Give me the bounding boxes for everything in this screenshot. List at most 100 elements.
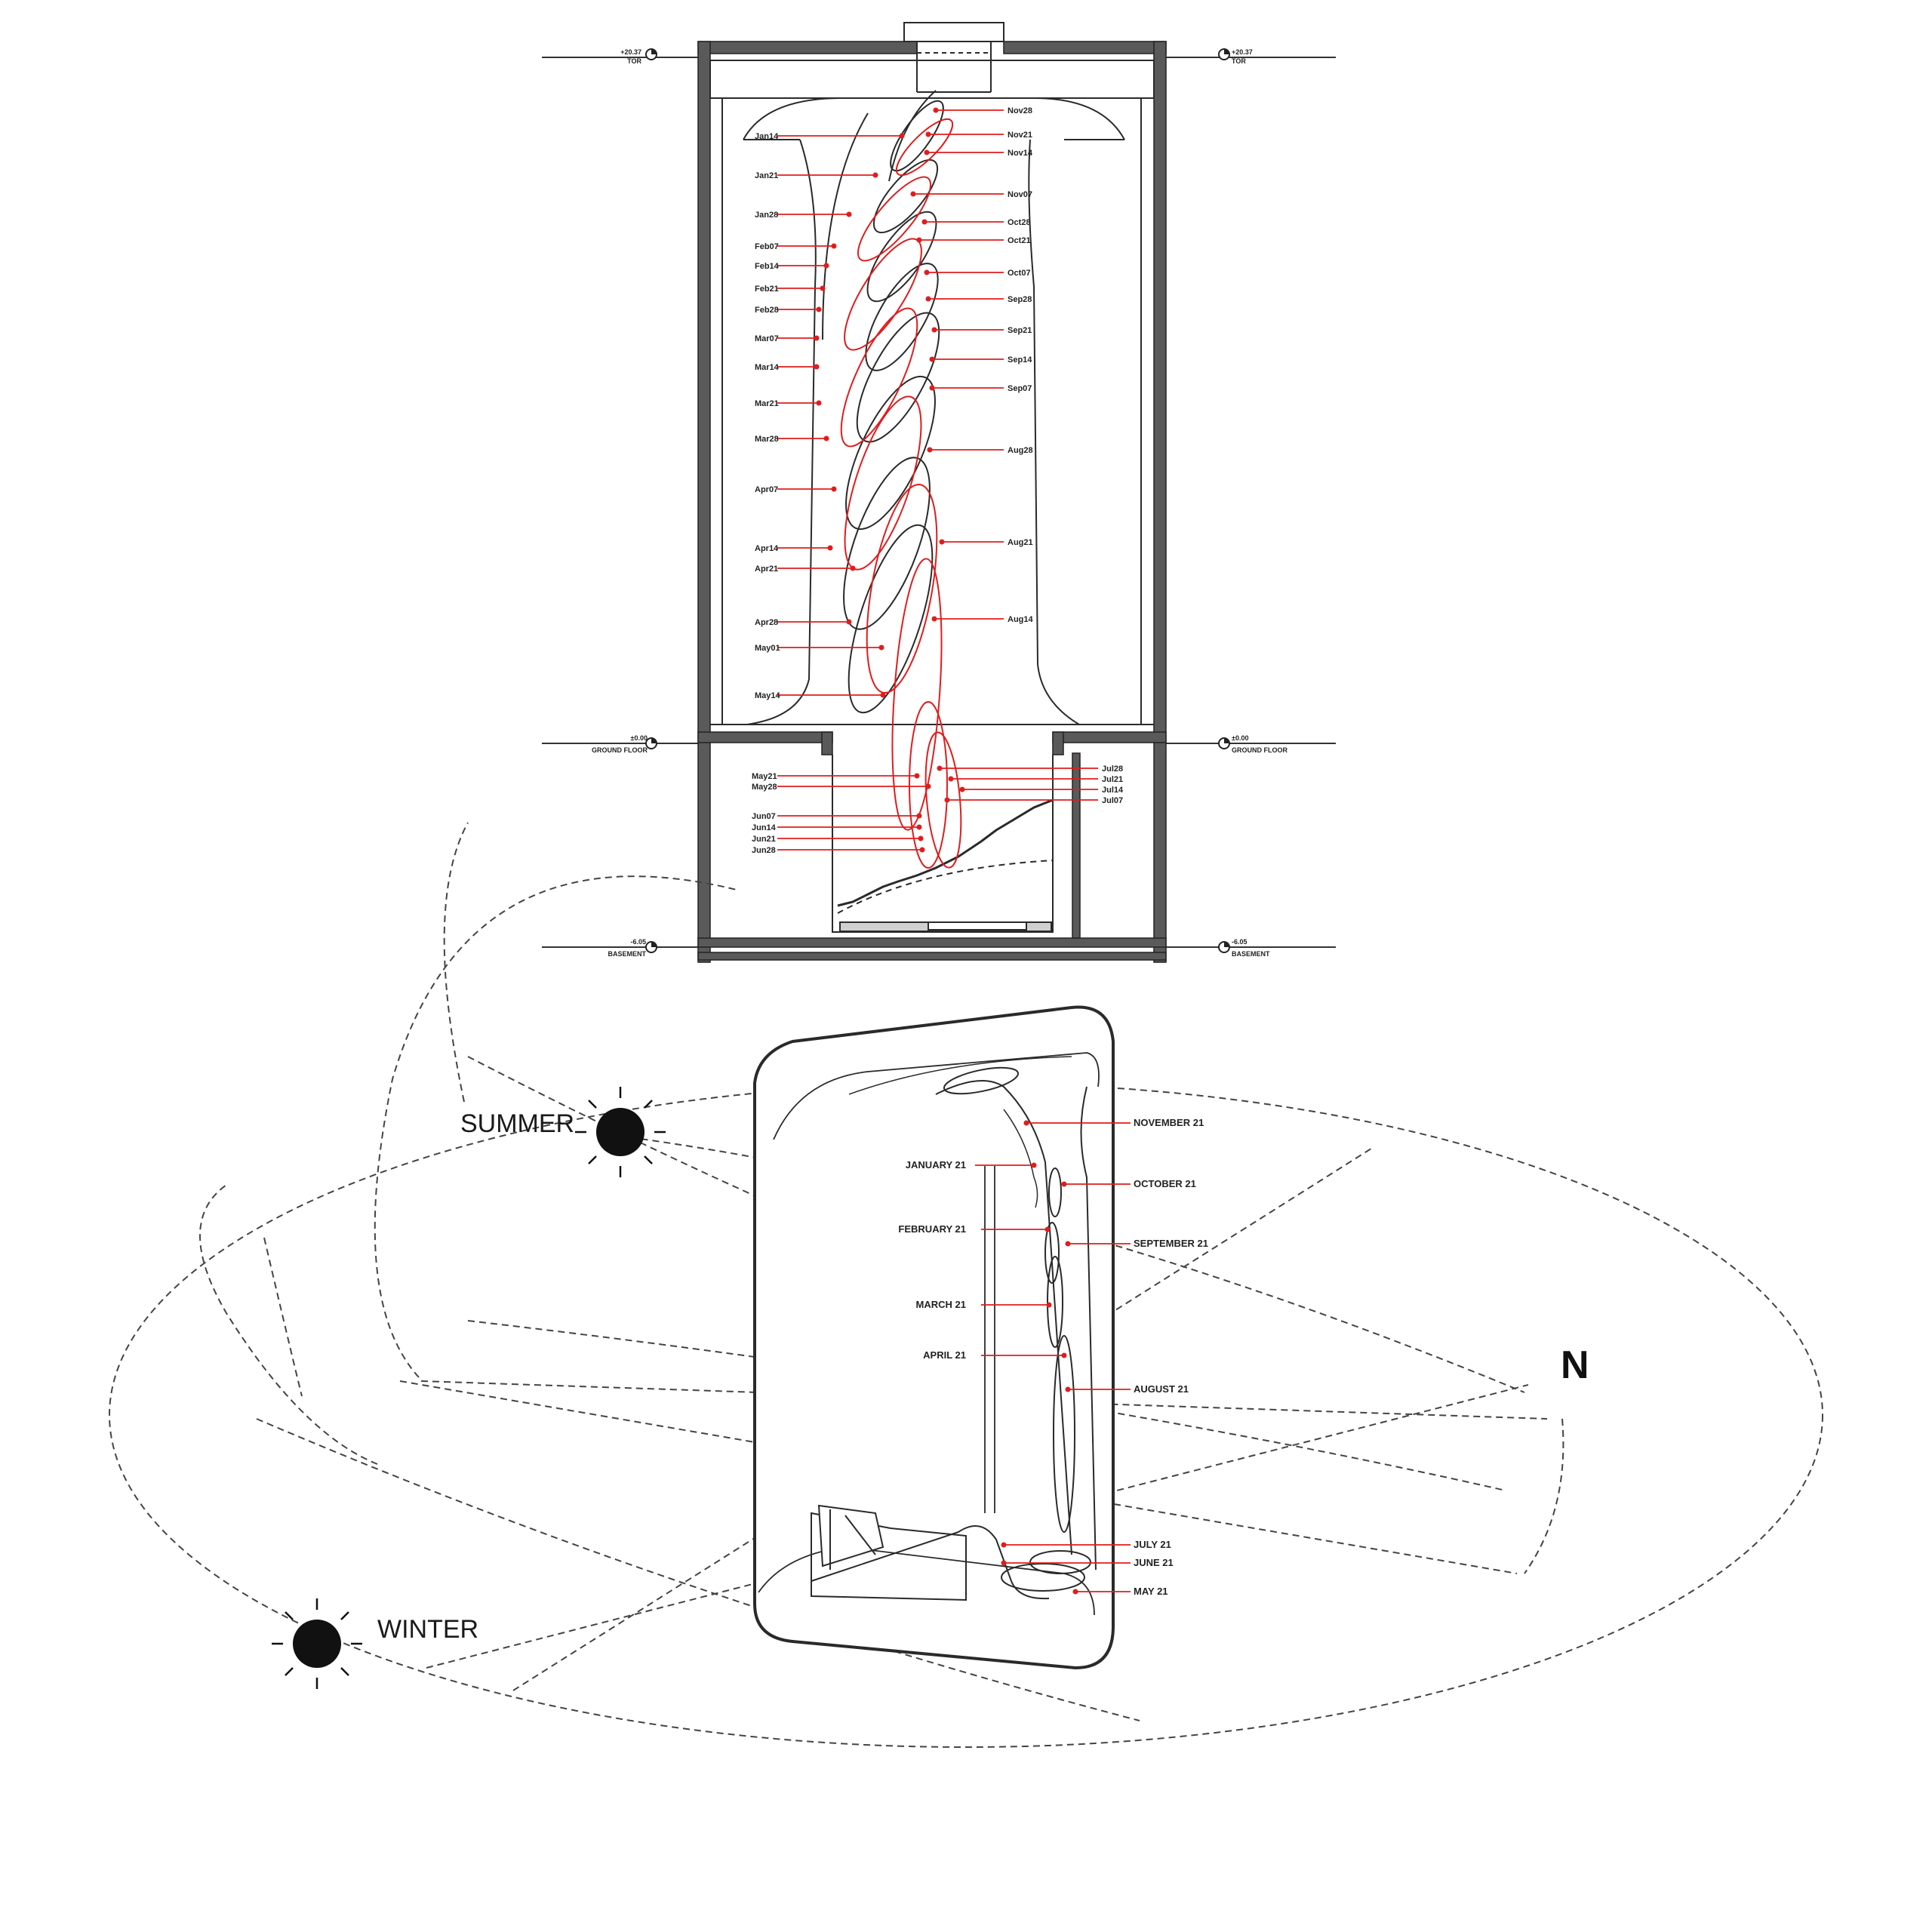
date-label: Jun14: [752, 823, 777, 832]
axon-label-june-21: JUNE 21: [1001, 1557, 1174, 1568]
section-label-mar21: Mar21: [755, 399, 822, 408]
section-label-oct07: Oct07: [924, 269, 1031, 278]
leader-dot: [939, 539, 945, 545]
date-label: OCTOBER 21: [1134, 1178, 1196, 1189]
date-label: JUNE 21: [1134, 1557, 1174, 1568]
leader-dot: [1065, 1386, 1071, 1392]
leader-dot: [880, 692, 886, 698]
leader-dot: [919, 847, 925, 853]
date-label: Oct21: [1008, 236, 1031, 245]
date-label: Feb21: [755, 285, 779, 294]
date-label: NOVEMBER 21: [1134, 1117, 1204, 1128]
leader-dot: [916, 824, 922, 830]
level-basement-name-right: BASEMENT: [1232, 950, 1270, 958]
date-label: Mar14: [755, 363, 780, 372]
winter-sun-icon: [272, 1598, 362, 1689]
leader-dot: [814, 335, 820, 341]
section-label-feb21: Feb21: [755, 285, 826, 294]
winter-label: WINTER: [377, 1615, 478, 1644]
axon-right-labels: NOVEMBER 21 OCTOBER 21 SEPTEMBER 21 AUGUST …: [1001, 1117, 1208, 1597]
date-label: May01: [755, 644, 780, 653]
date-label: Feb14: [755, 262, 780, 271]
date-label: Jun07: [752, 812, 776, 821]
leader-dot: [831, 486, 837, 492]
leader-dot: [823, 435, 829, 441]
north-label: N: [1561, 1343, 1589, 1387]
leader-dot: [1044, 1226, 1051, 1232]
leader-dot: [933, 107, 939, 113]
level-top-name-right: TOR: [1232, 57, 1246, 65]
level-basement-value-right: -6.05: [1232, 938, 1247, 946]
leader-dot: [916, 237, 922, 243]
date-label: Mar21: [755, 399, 779, 408]
section-label-jun07: Jun07: [752, 812, 922, 821]
date-label: Feb28: [755, 306, 779, 315]
section-label-aug21: Aug21: [939, 538, 1033, 547]
leader-dot: [878, 645, 884, 651]
leader-dot: [1031, 1162, 1037, 1168]
date-label: Apr28: [755, 618, 778, 627]
section-label-nov21: Nov21: [925, 131, 1032, 140]
leader-dot: [1061, 1181, 1067, 1187]
leader-dot: [931, 616, 937, 622]
date-label: Oct28: [1008, 218, 1031, 227]
date-label: Oct07: [1008, 269, 1031, 278]
level-top-value-left: +20.37: [620, 48, 641, 56]
leader-dot: [929, 356, 935, 362]
level-ground-name-left: GROUND FLOOR: [592, 746, 648, 754]
axon-label-october-21: OCTOBER 21: [1061, 1178, 1196, 1189]
date-label: May14: [755, 691, 781, 700]
date-label: Aug14: [1008, 615, 1034, 624]
section-label-mar07: Mar07: [755, 334, 820, 343]
leader-dot: [937, 765, 943, 771]
date-label: Sep28: [1008, 295, 1032, 304]
leader-dot: [1046, 1302, 1052, 1308]
date-label: Jun21: [752, 835, 776, 844]
winter-path: [199, 1184, 378, 1465]
leader-dot: [959, 786, 965, 792]
section-label-may28: May28: [752, 783, 931, 792]
section-label-aug14: Aug14: [931, 615, 1034, 624]
section-walls: [697, 41, 1167, 963]
date-label: JANUARY 21: [906, 1159, 966, 1171]
date-label: Jul14: [1102, 786, 1124, 795]
date-label: Jul28: [1102, 764, 1123, 774]
section-label-apr28: Apr28: [755, 618, 852, 627]
section-label-sep07: Sep07: [929, 384, 1032, 393]
leader-dot: [899, 133, 905, 139]
section-label-apr21: Apr21: [755, 565, 856, 574]
section-label-feb07: Feb07: [755, 242, 837, 251]
date-label: Apr21: [755, 565, 778, 574]
date-label: Apr14: [755, 544, 779, 553]
date-label: Jan28: [755, 211, 778, 220]
summer-sun-icon: [575, 1087, 666, 1177]
axon-label-august-21: AUGUST 21: [1065, 1383, 1189, 1395]
section-label-jan28: Jan28: [755, 211, 852, 220]
section-label-apr14: Apr14: [755, 544, 833, 553]
axon-label-july-21: JULY 21: [1001, 1539, 1171, 1550]
date-label: Sep21: [1008, 326, 1032, 335]
axon-stair: [811, 1504, 1050, 1601]
date-label: Sep07: [1008, 384, 1032, 393]
section-right-labels: Nov28Nov21Nov14Nov07Oct28Oct21Oct07Sep28…: [910, 106, 1034, 624]
leader-dot: [929, 385, 935, 391]
level-ground-name-right: GROUND FLOOR: [1232, 746, 1287, 754]
date-label: SEPTEMBER 21: [1134, 1238, 1208, 1249]
section-label-oct21: Oct21: [916, 236, 1031, 245]
section-label-feb28: Feb28: [755, 306, 822, 315]
leader-dot: [1072, 1589, 1078, 1595]
tower-body: [753, 1005, 1115, 1670]
section-label-may14: May14: [755, 691, 886, 700]
date-label: Aug28: [1008, 446, 1033, 455]
section-label-nov14: Nov14: [924, 149, 1033, 158]
section-left-labels: Jan14Jan21Jan28Feb07Feb14Feb21Feb28Mar07…: [755, 132, 905, 700]
leader-dot: [914, 773, 920, 779]
date-label: JULY 21: [1134, 1539, 1171, 1550]
axon-label-march-21: MARCH 21: [916, 1299, 1052, 1310]
section-label-jul14: Jul14: [959, 786, 1124, 795]
leader-dot: [831, 243, 837, 249]
axon-label-may-21: MAY 21: [1072, 1586, 1168, 1597]
